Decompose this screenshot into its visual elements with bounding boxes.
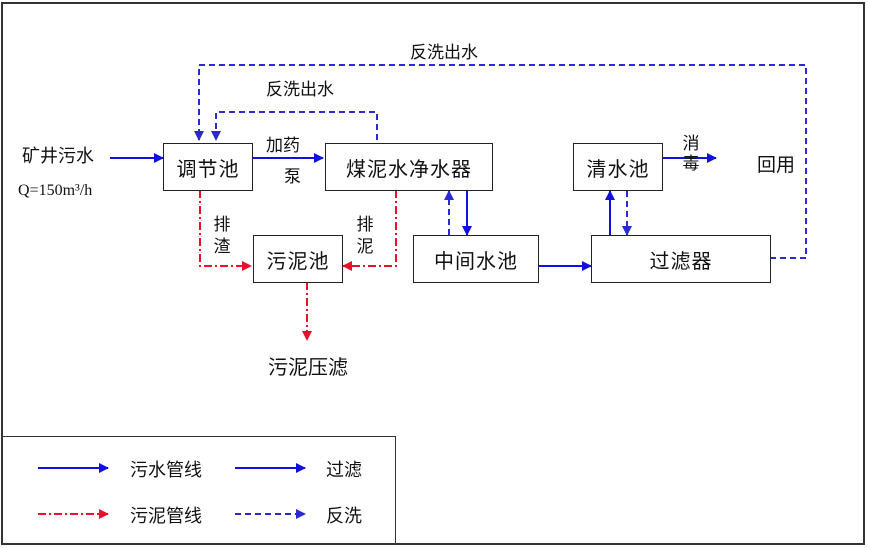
sludge-press-filter-label: 污泥压滤: [268, 355, 348, 379]
coal-sludge-purifier-label: 煤泥水净水器: [346, 156, 472, 181]
backwash-outer-line: [194, 64, 807, 259]
legend-sludge-label: 污泥管线: [130, 506, 202, 527]
sludge-discharge-line: [342, 190, 397, 271]
slag-discharge-line: [199, 190, 252, 271]
regulating-tank-label: 调节池: [176, 156, 240, 181]
legend-backwash-label: 反洗: [326, 506, 362, 527]
backwash-inner-label: 反洗出水: [266, 80, 334, 100]
backwash-outer-label: 反洗出水: [410, 43, 478, 63]
backwash-inner-line: [211, 111, 378, 141]
slag-discharge-label: 排 渣: [213, 215, 231, 257]
disinfection-label: 消 毒: [682, 134, 700, 174]
regulating-tank-box: 调节池: [163, 143, 253, 191]
legend-filter-label: 过滤: [326, 460, 362, 481]
legend-sewage-label: 污水管线: [130, 460, 202, 481]
sludge-discharge-label: 排 泥: [356, 215, 374, 257]
source-label: 矿井污水: [22, 146, 94, 167]
clear-water-tank-box: 清水池: [573, 143, 663, 191]
clear-water-tank-label: 清水池: [586, 156, 650, 181]
filter-label: 过滤器: [649, 248, 713, 273]
sludge-tank-label: 污泥池: [266, 248, 330, 273]
dosing-pump-label-2: 泵: [284, 167, 301, 187]
intermediate-tank-box: 中间水池: [413, 235, 539, 283]
flow-rate-label: Q=150m³/h: [18, 182, 93, 199]
reuse-label: 回用: [757, 154, 796, 176]
intermediate-tank-label: 中间水池: [434, 248, 518, 273]
dosing-pump-label-1: 加药: [266, 136, 300, 156]
legend: [2, 436, 396, 545]
filter-box: 过滤器: [591, 235, 771, 283]
sludge-tank-box: 污泥池: [253, 235, 343, 283]
coal-sludge-purifier-box: 煤泥水净水器: [325, 143, 493, 191]
